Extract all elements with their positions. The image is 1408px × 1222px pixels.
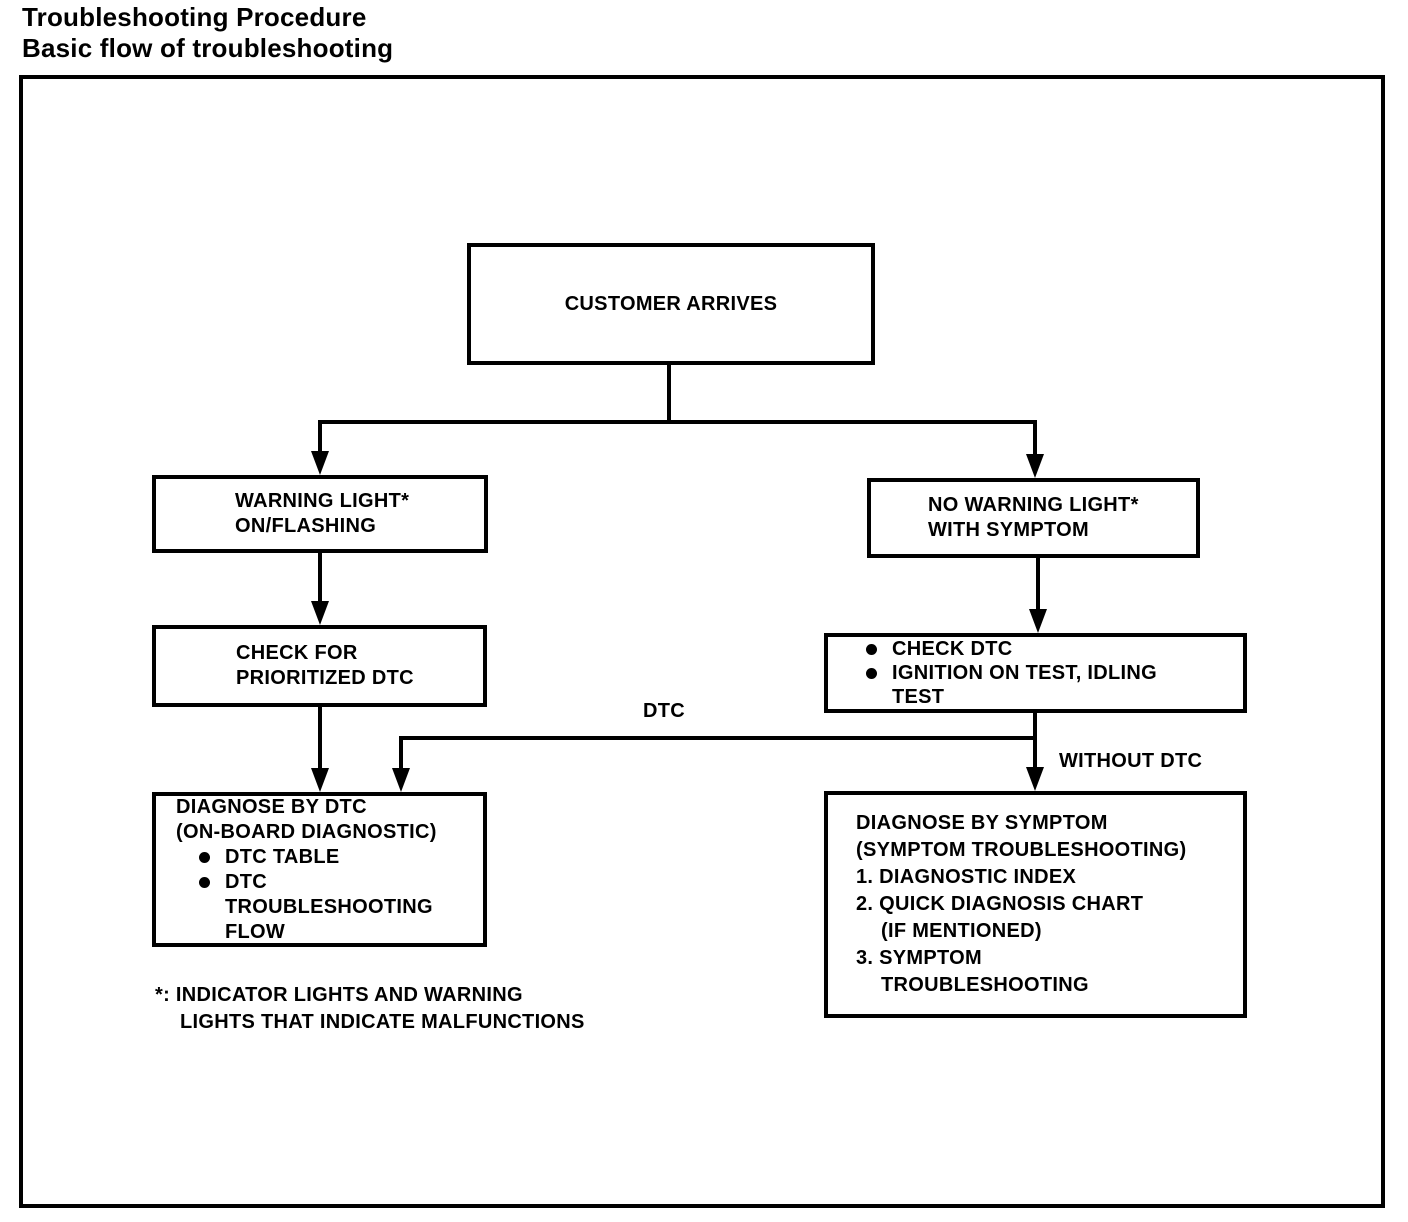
edge-label-without-dtc: WITHOUT DTC (1059, 750, 1203, 772)
edge-checkdtc-down-vline (1033, 713, 1037, 769)
bullet-text: CHECK DTC (892, 638, 1013, 660)
edge-dtc-branch-hline (399, 736, 1037, 740)
node-label-line: ON/FLASHING (235, 515, 377, 537)
node-customer-arrives: CUSTOMER ARRIVES (467, 243, 875, 365)
arrowhead-to-warning-light (311, 451, 329, 475)
node-diagnose-by-dtc: DIAGNOSE BY DTC (ON-BOARD DIAGNOSTIC) DT… (152, 792, 487, 947)
bullet-text: DTC (225, 870, 268, 893)
bullet-icon (866, 668, 877, 679)
edge-dtc-branch-vline (399, 736, 403, 770)
edge-label-dtc: DTC (643, 700, 686, 722)
node-heading-line: DIAGNOSE BY DTC (176, 795, 367, 818)
node-diagnose-by-symptom: DIAGNOSE BY SYMPTOM (SYMPTOM TROUBLESHOO… (824, 791, 1247, 1018)
bullet-text: DTC TABLE (225, 845, 340, 868)
node-label-line: WITH SYMPTOM (928, 519, 1090, 541)
edge-to-no-warning-light-vline (1033, 420, 1037, 454)
bullet-icon (199, 851, 210, 863)
arrowhead-to-no-warning-light (1026, 454, 1044, 478)
edge-customer-split-vline (667, 365, 671, 424)
numbered-item: 2. QUICK DIAGNOSIS CHART (856, 893, 1144, 915)
arrowhead-dtc-branch-to-diagnose-dtc (392, 768, 410, 792)
flowchart-frame (19, 75, 1385, 1208)
footnote: *: INDICATOR LIGHTS AND WARNING LIGHTS T… (155, 982, 585, 1036)
node-no-warning-light: NO WARNING LIGHT* WITH SYMPTOM (867, 478, 1200, 558)
edge-check-to-diagnose-dtc-vline (318, 707, 322, 770)
edge-split-hline (318, 420, 1037, 424)
node-label-line: PRIORITIZED DTC (236, 667, 414, 689)
numbered-item: 1. DIAGNOSTIC INDEX (856, 866, 1077, 888)
node-heading-line: DIAGNOSE BY SYMPTOM (856, 812, 1108, 834)
bullet-text: IGNITION ON TEST, IDLING (892, 662, 1157, 684)
bullet-icon (866, 644, 877, 655)
node-label-line: CHECK FOR (236, 642, 358, 664)
numbered-item-continuation: TROUBLESHOOTING (881, 974, 1089, 996)
arrowhead-to-check-dtc (1029, 609, 1047, 633)
footnote-line2: LIGHTS THAT INDICATE MALFUNCTIONS (180, 1011, 585, 1033)
node-check-dtc-tests: CHECK DTC IGNITION ON TEST, IDLING TEST (824, 633, 1247, 713)
arrowhead-to-diagnose-dtc (311, 768, 329, 792)
bullet-item: IGNITION ON TEST, IDLING (866, 661, 1243, 685)
arrowhead-to-check-prioritized (311, 601, 329, 625)
bullet-item: DTC TABLE (199, 845, 483, 870)
bullet-text-continuation: TROUBLESHOOTING (225, 895, 433, 918)
page-title-line2: Basic flow of troubleshooting (22, 33, 394, 63)
node-warning-light: WARNING LIGHT* ON/FLASHING (152, 475, 488, 553)
footnote-line1: *: INDICATOR LIGHTS AND WARNING (155, 984, 523, 1006)
bullet-item: DTC (199, 870, 483, 895)
arrowhead-to-diagnose-symptom (1026, 767, 1044, 791)
bullet-text-continuation: TEST (892, 686, 945, 708)
node-label-line: WARNING LIGHT* (235, 490, 410, 512)
bullet-item: CHECK DTC (866, 637, 1243, 661)
node-heading-line: (ON-BOARD DIAGNOSTIC) (176, 820, 437, 843)
edge-to-warning-light-vline (318, 420, 322, 453)
bullet-icon (199, 876, 210, 888)
edge-nowarning-to-checkdtc-vline (1036, 558, 1040, 611)
node-heading-line: (SYMPTOM TROUBLESHOOTING) (856, 839, 1187, 861)
bullet-text-continuation: FLOW (225, 920, 286, 943)
node-label-line: NO WARNING LIGHT* (928, 494, 1139, 516)
page-title-line1: Troubleshooting Procedure (22, 2, 367, 32)
node-check-for-prioritized-dtc: CHECK FOR PRIORITIZED DTC (152, 625, 487, 707)
page-title: Troubleshooting Procedure Basic flow of … (22, 2, 393, 64)
numbered-item: 3. SYMPTOM (856, 947, 982, 969)
numbered-item-continuation: (IF MENTIONED) (881, 920, 1042, 942)
edge-warning-to-check-vline (318, 553, 322, 603)
node-label: CUSTOMER ARRIVES (564, 292, 778, 315)
